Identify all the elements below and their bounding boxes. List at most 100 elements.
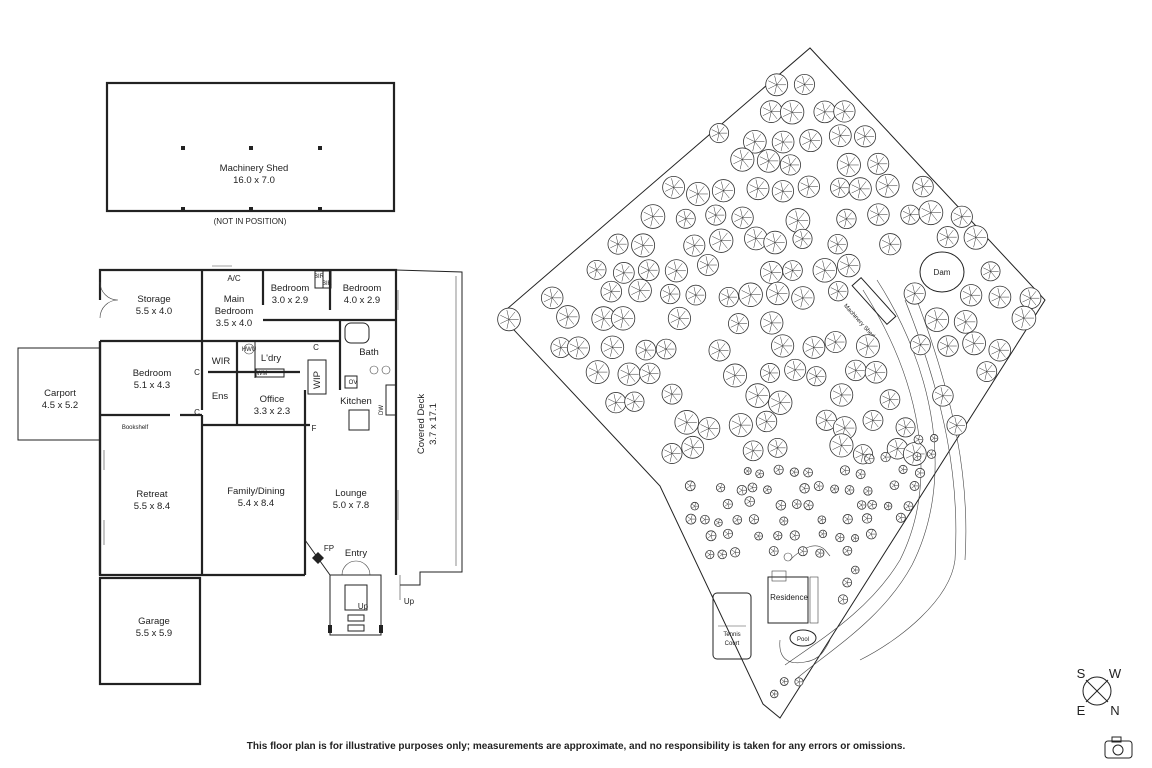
tree-small — [817, 515, 827, 525]
tree-large — [685, 284, 707, 306]
room-family-dining: Family/Dining — [227, 486, 285, 497]
tree-small — [898, 464, 908, 474]
tree-large — [813, 100, 837, 124]
tree-small — [818, 529, 828, 539]
site-court: Court — [725, 641, 740, 647]
tree-large — [815, 409, 837, 431]
tree-large — [731, 206, 754, 229]
tree-large — [759, 100, 783, 123]
site-residence: Residence — [770, 593, 808, 602]
tree-large — [988, 285, 1012, 309]
room-retreat-dims: 5.5 x 8.4 — [134, 501, 170, 512]
tree-large — [918, 200, 944, 226]
tree-small — [844, 485, 855, 495]
tree-large — [586, 259, 607, 280]
tree-large — [895, 417, 916, 438]
tree-large — [960, 284, 983, 307]
tree-large — [976, 361, 998, 382]
tree-small — [842, 577, 853, 588]
tree-small — [773, 464, 784, 475]
tree-small — [813, 481, 824, 491]
tree-large — [635, 339, 657, 361]
tree-small — [794, 677, 804, 687]
tree-large — [784, 358, 807, 381]
tree-small — [867, 499, 877, 510]
tree-small — [799, 483, 810, 494]
tree-small — [763, 485, 772, 495]
tree-large — [605, 392, 627, 414]
room-bedroom-2: Bedroom — [271, 283, 310, 294]
tree-large — [760, 260, 784, 284]
tree-small — [797, 546, 808, 557]
room-storage-dims: 5.5 x 4.0 — [136, 306, 172, 317]
tree-large — [585, 360, 610, 384]
room-bedroom-3: Bedroom — [343, 283, 382, 294]
room-office-dims: 3.3 x 2.3 — [254, 406, 290, 417]
tree-small — [714, 518, 723, 527]
closet-c-3: C — [313, 343, 319, 352]
tree-large — [660, 283, 681, 305]
tree-large — [624, 391, 645, 412]
tree-large — [953, 310, 978, 334]
tree-small — [755, 469, 765, 479]
tree-large — [556, 305, 580, 329]
room-main-bedroom-2: Bedroom — [215, 306, 254, 317]
tree-large — [937, 335, 959, 357]
tree-large — [746, 177, 770, 201]
tree-large — [705, 204, 727, 226]
room-bedroom-4: Bedroom — [133, 368, 172, 379]
room-bedroom-4-dims: 5.1 x 4.3 — [134, 380, 170, 391]
tree-large — [793, 73, 815, 95]
tree-large — [730, 147, 755, 172]
tree-small — [866, 528, 877, 540]
tree-large — [924, 307, 950, 332]
tree-large — [566, 336, 590, 360]
tree-large — [980, 261, 1001, 282]
tree-large — [768, 390, 793, 415]
tree-large — [709, 228, 734, 253]
tree-small — [830, 484, 839, 494]
tree-small — [748, 514, 760, 525]
tree-large — [591, 306, 616, 331]
tree-small — [815, 548, 825, 558]
site-machinery-shed: Machinery Shed — [842, 303, 875, 339]
tree-small — [842, 514, 853, 525]
steps-up-1: Up — [358, 602, 369, 611]
tree-large — [854, 125, 877, 148]
tree-large — [856, 334, 880, 358]
hwu-label: HWU — [242, 347, 256, 353]
tree-small — [861, 513, 873, 524]
shed-dims: 16.0 x 7.0 — [233, 175, 275, 186]
tree-large — [631, 233, 656, 258]
room-carport-dims: 4.5 x 5.2 — [42, 400, 78, 411]
tree-small — [770, 689, 779, 699]
tree-large — [828, 124, 852, 148]
tree-large — [828, 281, 849, 302]
tree-large — [607, 233, 629, 255]
tree-large — [988, 338, 1011, 362]
tree-large — [664, 259, 688, 283]
wm-label: WM — [257, 371, 268, 377]
fridge-f: F — [312, 424, 317, 433]
tree-large — [728, 413, 753, 438]
ac-label: A/C — [227, 274, 241, 283]
tree-small — [803, 467, 813, 478]
tree-large — [744, 226, 768, 251]
tree-small — [747, 482, 758, 493]
tree-large — [681, 435, 705, 459]
tree-large — [879, 389, 901, 410]
tree-small — [730, 547, 741, 558]
tree-small — [895, 512, 906, 523]
site-pool: Pool — [797, 637, 809, 643]
room-bedroom-3-dims: 4.0 x 2.9 — [344, 295, 380, 306]
tree-large — [799, 129, 823, 153]
tree-large — [723, 363, 747, 388]
compass-s: S — [1077, 666, 1086, 681]
shed-note: (NOT IN POSITION) — [214, 217, 287, 226]
tree-large — [879, 233, 902, 256]
tree-large — [836, 208, 857, 230]
room-entry: Entry — [345, 548, 367, 559]
tree-small — [880, 451, 891, 463]
tree-large — [791, 286, 815, 310]
